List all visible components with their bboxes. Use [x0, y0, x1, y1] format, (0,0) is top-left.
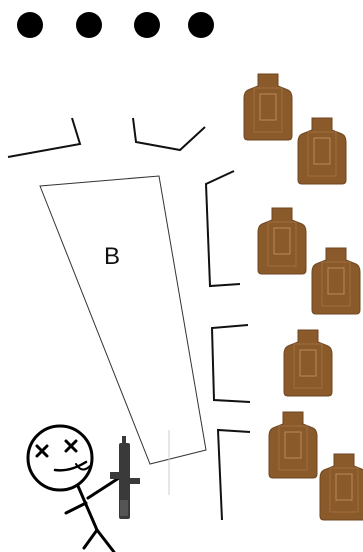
paper-target-icon — [311, 247, 361, 315]
paper-target-icon — [257, 207, 307, 275]
zone-b: B — [39, 175, 207, 465]
paper-target-icon — [268, 411, 318, 479]
dot-icon — [134, 12, 160, 38]
bracket-walls — [204, 170, 251, 521]
paper-target-icon — [297, 117, 347, 185]
bracket-2 — [210, 324, 251, 403]
paper-target-icon — [243, 73, 293, 141]
bracket-3 — [216, 428, 251, 521]
stick-figure-icon — [26, 424, 124, 552]
paper-target-icon — [283, 329, 333, 397]
wall-right — [132, 117, 206, 152]
target-group — [243, 73, 363, 521]
bracket-1 — [204, 170, 241, 288]
shooter — [26, 424, 140, 552]
paper-target-icon — [319, 453, 363, 521]
wall-left — [7, 117, 82, 158]
dot-icon — [76, 12, 102, 38]
top-walls — [7, 117, 206, 158]
rifle-icon — [110, 436, 140, 519]
zone-outline — [39, 175, 207, 465]
zone-label: B — [104, 243, 120, 270]
dot-row — [17, 12, 214, 38]
dot-icon — [188, 12, 214, 38]
dot-icon — [17, 12, 43, 38]
